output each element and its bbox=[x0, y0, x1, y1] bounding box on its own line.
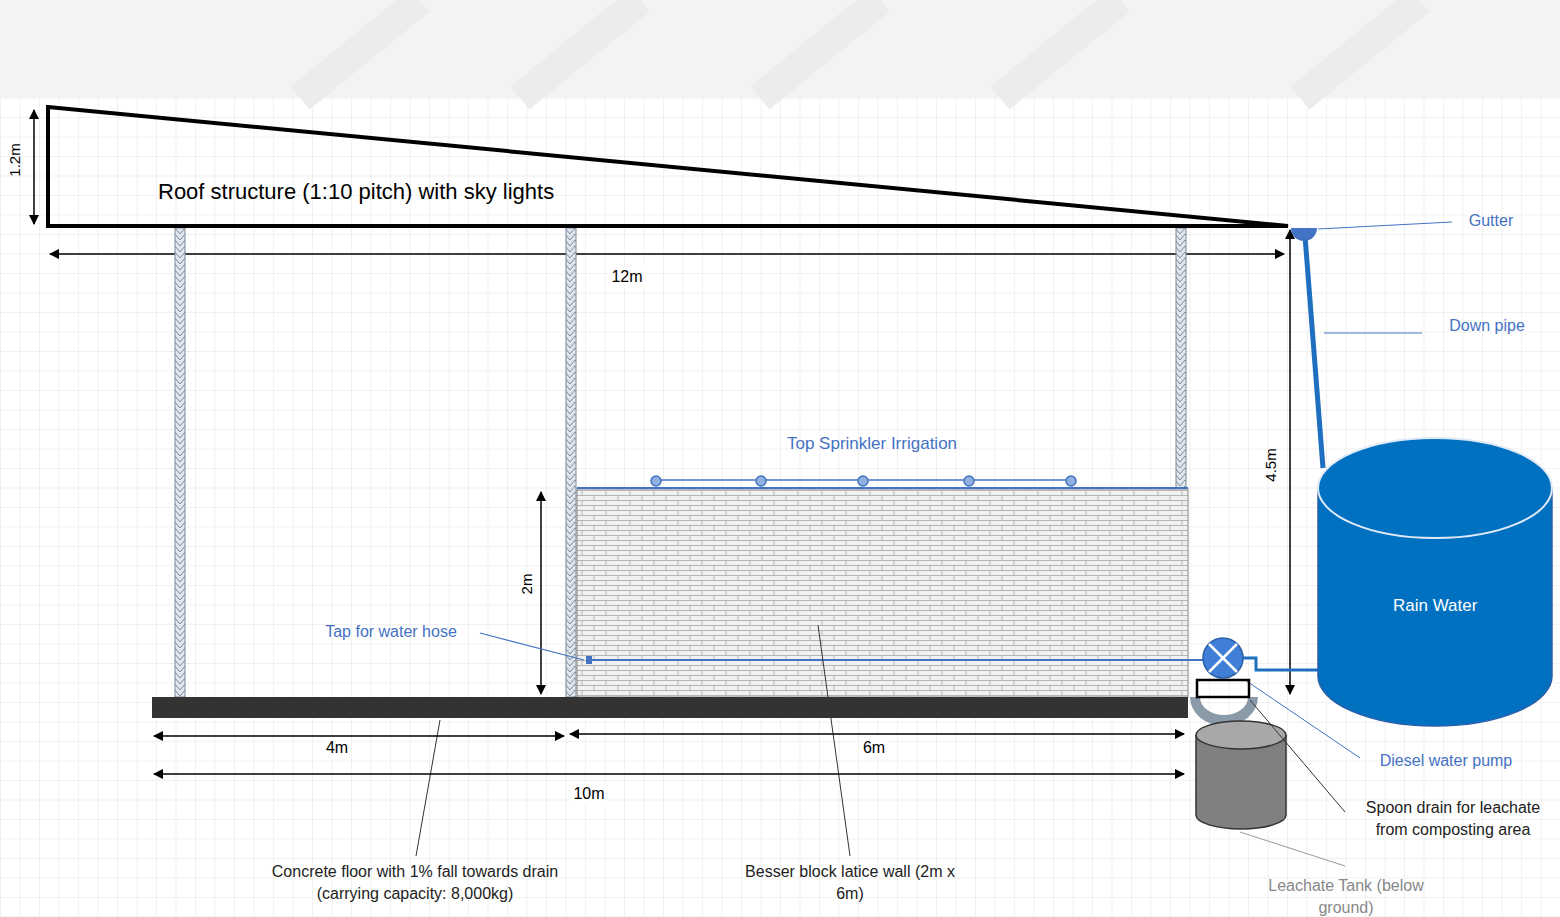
tank-label: Rain Water bbox=[1393, 596, 1477, 616]
rain-water-tank: Rain Water bbox=[1316, 436, 1554, 728]
outline bbox=[1316, 436, 1554, 728]
dimension: 4.5m bbox=[1261, 448, 1281, 481]
part-label: Diesel water pump bbox=[1380, 750, 1513, 772]
part-label: Spoon drain for leachate from composting… bbox=[1348, 797, 1558, 840]
dimension: 6m bbox=[860, 737, 888, 759]
outline bbox=[46, 105, 1292, 229]
roof-label: Roof structure (1:10 pitch) with sky lig… bbox=[158, 179, 554, 205]
dimension: 2m bbox=[517, 574, 537, 595]
part-label: Top Sprinkler Irrigation bbox=[787, 433, 957, 456]
roof-structure: Roof structure (1:10 pitch) with sky lig… bbox=[46, 105, 1292, 229]
note: Besser block latice wall (2m x 6m) bbox=[740, 861, 960, 904]
part-label: Down pipe bbox=[1449, 315, 1525, 337]
dimension: 12m bbox=[608, 266, 645, 288]
note: Concrete floor with 1% fall towards drai… bbox=[245, 861, 585, 904]
part-label: Tap for water hose bbox=[325, 621, 457, 643]
dimension: 10m bbox=[570, 783, 607, 805]
part-label: Leachate Tank (below ground) bbox=[1266, 875, 1426, 917]
part-label: Gutter bbox=[1469, 210, 1513, 232]
dimension: 1.2m bbox=[5, 143, 25, 176]
dimension: 4m bbox=[323, 737, 351, 759]
